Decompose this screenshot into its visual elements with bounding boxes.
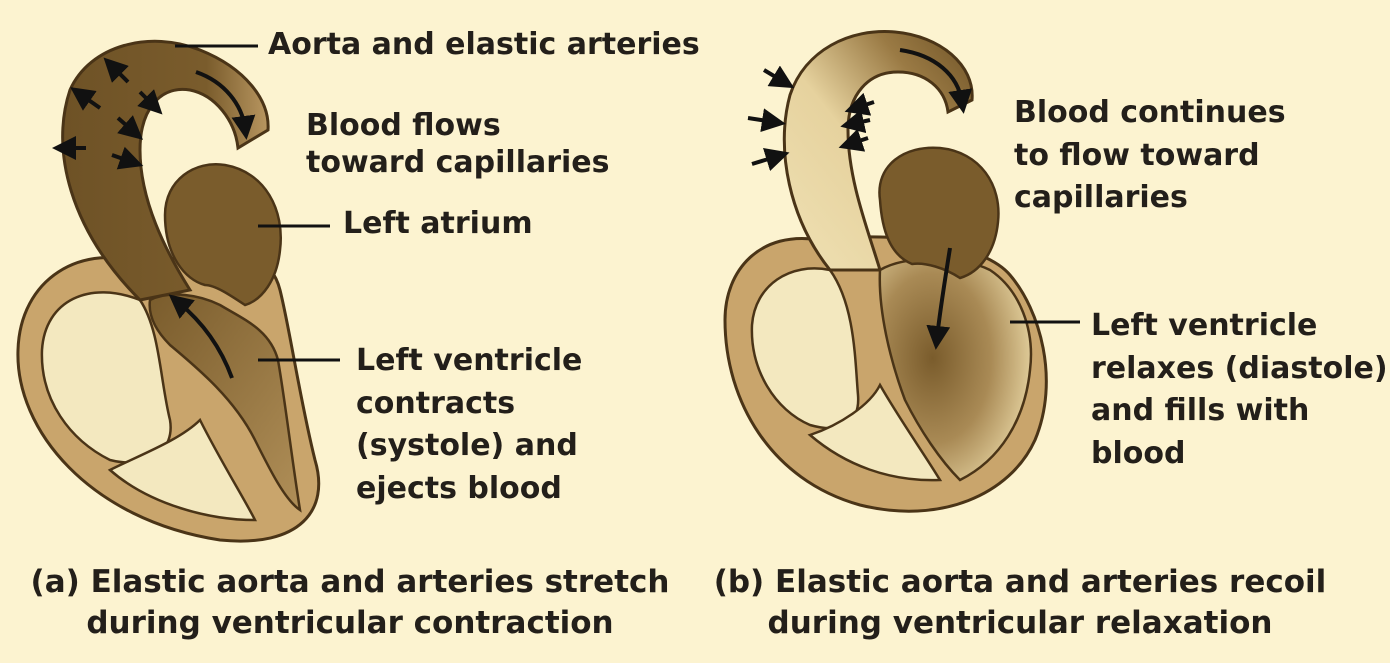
stretch-arrow-5	[116, 115, 144, 140]
flow-arrow-ejection	[168, 294, 234, 379]
heart-b-right-ventricle	[807, 382, 943, 482]
recoil-arrow-6	[838, 128, 869, 152]
flow-arrow-aorta-a	[195, 70, 256, 140]
recoil-arrow-1	[762, 65, 795, 89]
stretch-arrow-1	[103, 57, 130, 84]
recoil-arrow-5	[840, 109, 871, 134]
stretch-arrow-2	[70, 87, 102, 111]
caption-b: (b) Elastic aorta and arteries recoil du…	[713, 564, 1327, 642]
flow-arrow-filling	[926, 247, 952, 350]
label-blood-flows: Blood flows toward capillaries	[306, 108, 610, 180]
panel-b-heart	[723, 30, 1048, 513]
recoil-arrow-4	[844, 92, 875, 116]
recoil-arrow-3	[751, 148, 790, 171]
heart-a-right-chambers	[40, 291, 172, 464]
label-aorta: Aorta and elastic arteries	[268, 27, 700, 62]
stretch-arrow-6	[111, 146, 144, 170]
panel-b-arrows	[747, 48, 973, 350]
heart-a-right-ventricle	[107, 417, 258, 522]
label-left-ventricle-relaxes: Left ventricle relaxes (diastole) and fi…	[1091, 308, 1388, 471]
panel-a-heart	[16, 39, 321, 543]
label-blood-continues: Blood continues to flow toward capillari…	[1014, 95, 1286, 216]
heart-a-left-ventricle	[148, 293, 302, 513]
heart-b-left-atrium	[878, 146, 1000, 280]
panel-a-arrows	[52, 57, 256, 379]
label-left-atrium: Left atrium	[343, 206, 533, 241]
heart-b-right-chambers	[750, 267, 860, 430]
heart-b-left-ventricle	[878, 257, 1033, 482]
label-left-ventricle-contracts: Left ventricle contracts (systole) and e…	[356, 343, 583, 506]
recoil-arrow-2	[747, 108, 786, 133]
panel-a-leaders	[175, 44, 340, 362]
stretch-arrow-4	[137, 89, 163, 115]
caption-a: (a) Elastic aorta and arteries stretch d…	[30, 564, 670, 642]
heart-a-left-atrium	[163, 163, 282, 307]
flow-arrow-aorta-b	[899, 48, 973, 114]
